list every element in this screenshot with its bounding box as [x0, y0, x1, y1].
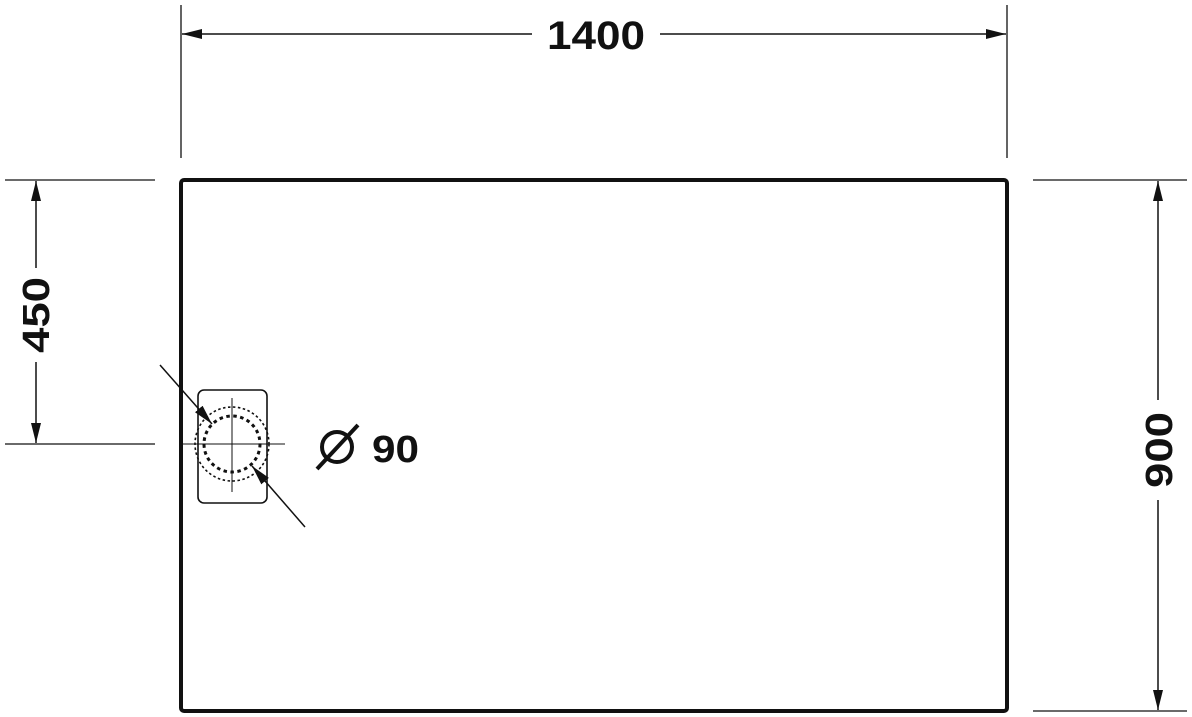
drain — [159, 364, 306, 528]
diameter-icon — [315, 423, 360, 471]
width-label: 1400 — [547, 14, 645, 58]
drain-diameter-label: 90 — [372, 429, 419, 471]
drain-diameter-callout: 90 — [315, 423, 419, 471]
diameter-leader-upper — [159, 364, 213, 425]
height-dimension: 900 — [1139, 181, 1181, 710]
diameter-leader-lower — [251, 465, 306, 528]
height-label: 900 — [1139, 412, 1181, 488]
drain-offset-label: 450 — [16, 277, 58, 353]
drain-offset-dimension: 450 — [16, 181, 58, 443]
shower-tray-outline — [179, 178, 1009, 713]
width-dimension: 1400 — [182, 14, 1006, 58]
drain-housing — [197, 389, 268, 504]
